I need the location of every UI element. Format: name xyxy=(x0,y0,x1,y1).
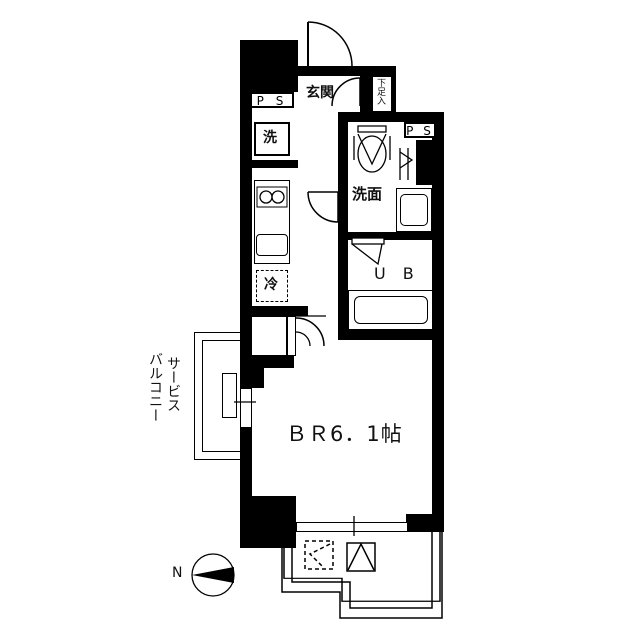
south-balcony-outline xyxy=(281,516,443,619)
stove-burners-icon xyxy=(256,186,288,208)
shoe-box xyxy=(372,76,392,112)
ps-left-label: P S xyxy=(250,92,294,108)
entrance-label: 玄関 xyxy=(306,85,334,101)
service-balcony-label-line2: バルコニー xyxy=(147,352,163,422)
compass-label: N xyxy=(172,565,183,581)
wall-balcony-pillar xyxy=(240,356,264,388)
service-balcony-outer xyxy=(194,332,242,460)
wall-right xyxy=(432,112,444,532)
wall-ps-right xyxy=(416,140,434,185)
shoe-box-label: 下足入 xyxy=(375,78,385,105)
ac-unit-icon xyxy=(304,540,334,570)
washer-label: 洗 xyxy=(263,130,277,146)
washroom-label: 洗面 xyxy=(352,185,383,203)
washer-space xyxy=(254,122,290,156)
closet-door-icon xyxy=(295,315,326,347)
wall-ub-top xyxy=(348,232,438,240)
wall-washroom-top xyxy=(338,112,408,122)
wall-mid-vertical xyxy=(338,112,348,340)
bath-door-icon xyxy=(351,237,385,266)
washroom-door-icon xyxy=(307,191,339,223)
kitchen-sink xyxy=(256,234,288,256)
washbasin-counter xyxy=(396,188,432,232)
wall-bath-bottom xyxy=(338,330,444,340)
compass-north-arrow-icon xyxy=(191,553,235,597)
evacuation-hatch-icon xyxy=(346,542,376,572)
window-mullion-icon xyxy=(234,401,256,403)
closet xyxy=(252,316,288,356)
ps-right-label: P S xyxy=(404,122,436,138)
bathtub xyxy=(348,290,434,330)
service-balcony-inner xyxy=(202,340,242,452)
wall-top-entrance xyxy=(298,66,360,76)
south-window xyxy=(296,522,408,532)
service-balcony-window xyxy=(240,388,252,428)
wall-se-pillar xyxy=(406,514,444,532)
toilet-icon xyxy=(353,125,391,173)
kitchen-counter xyxy=(254,180,290,264)
ps-door-icon xyxy=(399,148,414,180)
south-window-mullion-icon xyxy=(353,516,355,536)
refrigerator-space xyxy=(256,270,288,302)
bathtub-inner xyxy=(354,296,428,324)
refrigerator-label: 冷 xyxy=(264,277,278,293)
wall-closet-top xyxy=(252,306,308,316)
entrance-inner-door-icon xyxy=(331,77,361,107)
outdoor-unit xyxy=(222,373,237,418)
wall-kitchen-top xyxy=(252,160,298,168)
closet-door-frame xyxy=(286,316,296,356)
entrance-door-icon xyxy=(307,21,353,67)
wall-sw-pillar xyxy=(240,496,296,548)
bedroom-label: ＢＲ6．1帖 xyxy=(286,422,403,446)
service-balcony-label-line1: サービス xyxy=(165,356,181,412)
unit-bath-label: U B xyxy=(374,264,420,283)
wall-top-right xyxy=(396,112,444,122)
washbasin-bowl xyxy=(400,194,428,226)
